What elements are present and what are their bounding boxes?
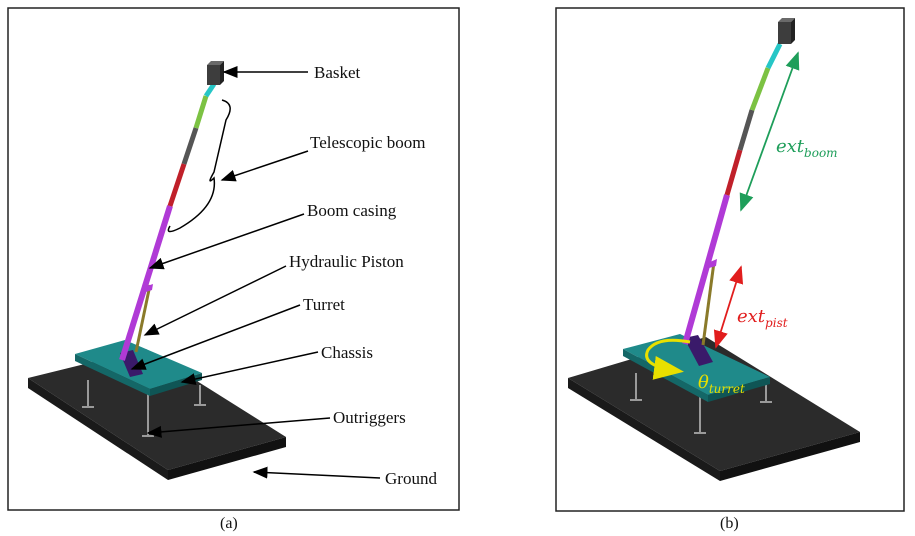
ground-slab bbox=[28, 349, 286, 480]
boom-section-red-b bbox=[724, 149, 743, 196]
callout-ground: Ground bbox=[385, 469, 437, 488]
callout-boom-casing: Boom casing bbox=[307, 201, 397, 220]
panel-b: extboom extpist θturret bbox=[555, 7, 905, 512]
telescopic-boom-brace bbox=[167, 99, 231, 233]
ext-boom-label: extboom bbox=[776, 136, 838, 160]
arrow-telescopic-boom bbox=[220, 150, 309, 182]
arrow-turret bbox=[130, 304, 301, 370]
callout-hydraulic-piston: Hydraulic Piston bbox=[289, 252, 404, 271]
callout-chassis: Chassis bbox=[321, 343, 373, 362]
theta-turret-arrow bbox=[645, 338, 691, 380]
theta-turret-subscript: turret bbox=[709, 382, 745, 396]
ext-boom-arrow bbox=[739, 51, 800, 212]
arrow-ground bbox=[252, 466, 381, 479]
boom-section-red bbox=[167, 163, 187, 207]
callout-telescopic-boom: Telescopic boom bbox=[310, 133, 425, 152]
boom-section-gray bbox=[181, 127, 199, 165]
turret-block-b bbox=[684, 335, 713, 366]
arrow-hydraulic-piston bbox=[143, 265, 287, 336]
hydraulic-piston bbox=[134, 284, 152, 353]
ext-pist-base: ext bbox=[737, 306, 766, 327]
callout-outriggers: Outriggers bbox=[333, 408, 406, 427]
ext-pist-subscript: pist bbox=[765, 316, 788, 330]
arrow-chassis bbox=[180, 351, 319, 385]
ground-slab-b bbox=[568, 337, 860, 481]
theta-turret-label: θturret bbox=[698, 372, 745, 396]
basket-b bbox=[778, 18, 795, 44]
ext-boom-base: ext bbox=[776, 136, 805, 157]
boom-section-cyan bbox=[203, 82, 217, 98]
callout-basket: Basket bbox=[314, 63, 361, 82]
ext-boom-subscript: boom bbox=[804, 146, 838, 160]
theta-turret-base: θ bbox=[698, 372, 709, 393]
ext-pist-label: extpist bbox=[737, 306, 788, 330]
panel-a-sublabel: (a) bbox=[220, 515, 238, 532]
panel-a: Basket Telescopic boom Boom casing Hydra… bbox=[7, 7, 460, 511]
panel-b-sublabel: (b) bbox=[720, 515, 739, 532]
arrow-outriggers bbox=[146, 417, 331, 438]
arrow-boom-casing bbox=[148, 213, 305, 270]
basket bbox=[207, 61, 224, 85]
boom-casing-b bbox=[682, 194, 730, 345]
hydraulic-piston-b bbox=[701, 261, 716, 346]
boom-casing bbox=[119, 205, 173, 361]
boom-section-green bbox=[193, 95, 209, 129]
ext-pist-arrow bbox=[713, 265, 744, 349]
callout-turret: Turret bbox=[303, 295, 345, 314]
